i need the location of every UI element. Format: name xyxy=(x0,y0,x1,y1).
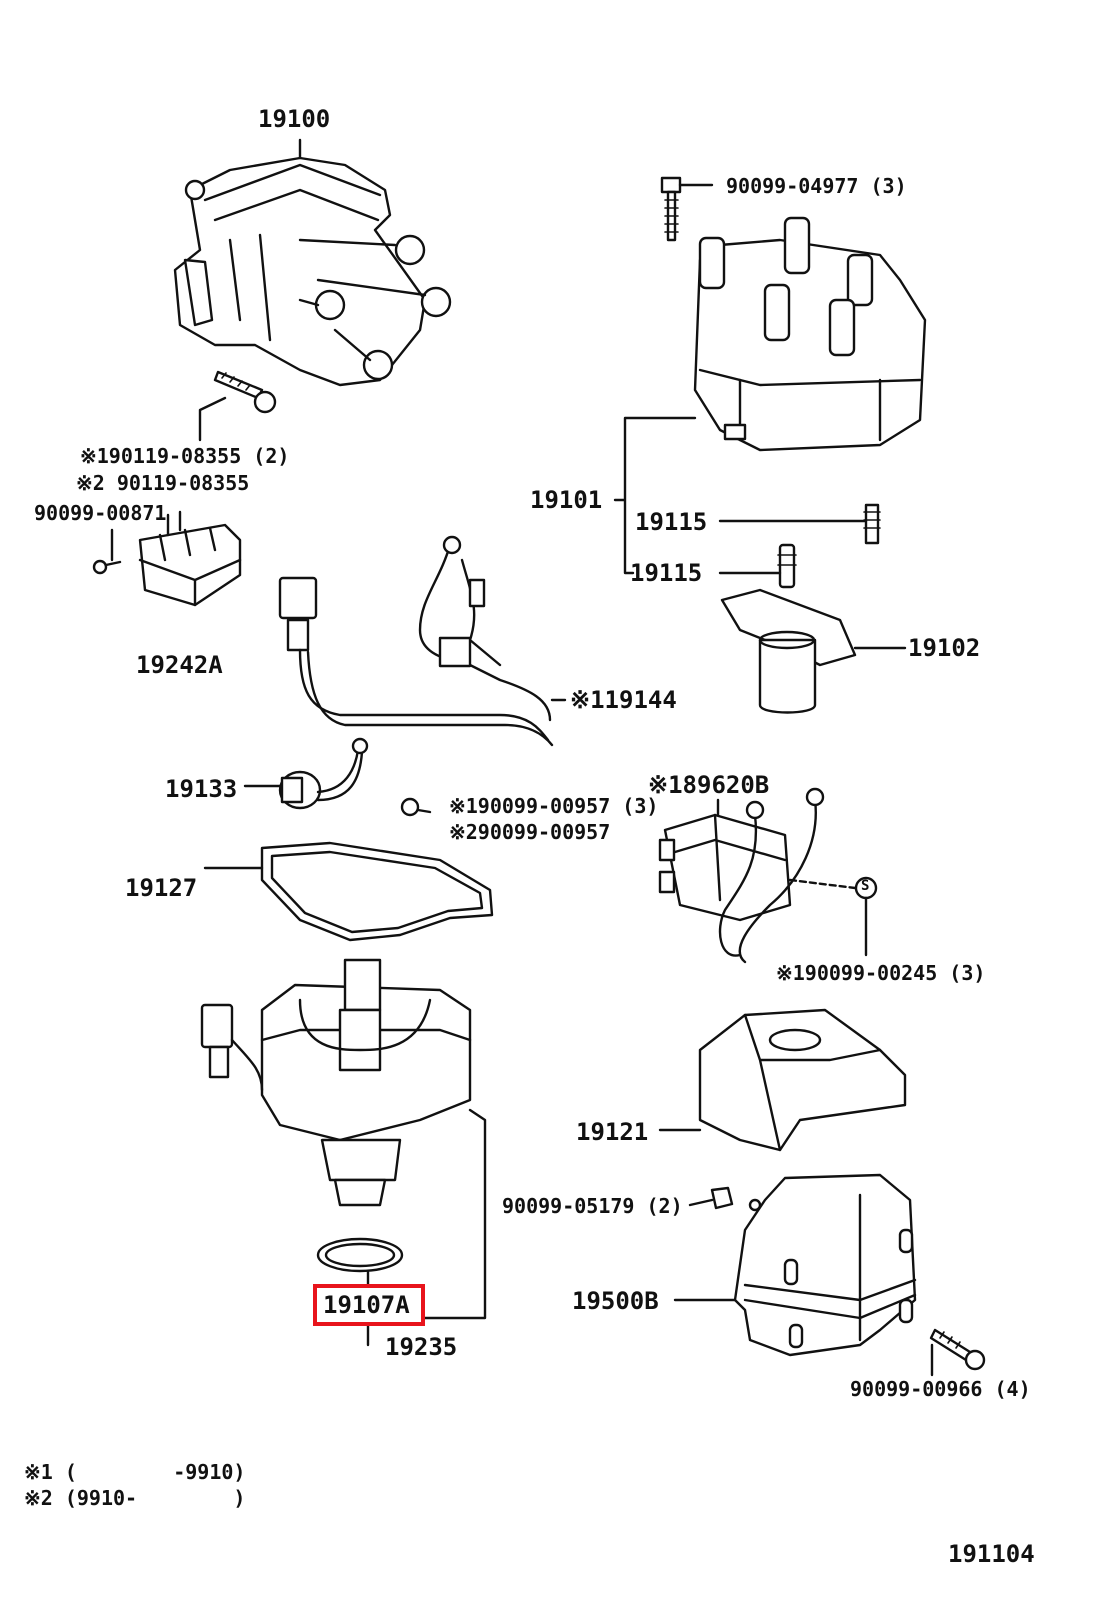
label-19127[interactable]: 19127 xyxy=(125,874,198,902)
label-90099-04977[interactable]: 90099-04977 (3) xyxy=(726,174,907,198)
label-119144[interactable]: ※119144 xyxy=(570,686,677,714)
distributor-assembly[interactable] xyxy=(173,138,452,387)
highlight-box xyxy=(313,1284,425,1326)
sensor-19133[interactable] xyxy=(243,737,369,810)
carbon-brush-19115[interactable] xyxy=(718,503,881,589)
label-190119-08355-2[interactable]: ※2 90119-08355 xyxy=(76,471,250,495)
wire-harness-119144[interactable] xyxy=(278,535,567,747)
bolt-90099-00966[interactable] xyxy=(929,1328,986,1377)
label-19115-a[interactable]: 19115 xyxy=(635,508,708,536)
label-189620b[interactable]: ※189620B xyxy=(648,771,770,799)
igniter-189620b[interactable] xyxy=(658,787,878,964)
label-19102[interactable]: 19102 xyxy=(908,634,981,662)
nut-90099-05179[interactable] xyxy=(688,1186,734,1210)
gasket-19127[interactable] xyxy=(203,841,494,942)
footnote-1: ※1 ( -9910) xyxy=(24,1460,246,1484)
housing-19500b[interactable] xyxy=(673,1173,917,1357)
label-19115-b[interactable]: 19115 xyxy=(630,559,703,587)
label-19133[interactable]: 19133 xyxy=(165,775,238,803)
housing-19235[interactable] xyxy=(200,958,487,1320)
label-19101[interactable]: 19101 xyxy=(530,486,603,514)
diagram-id: 191104 xyxy=(948,1540,1035,1568)
bolt-90119-08355[interactable] xyxy=(198,370,277,442)
cover-19242a[interactable] xyxy=(92,510,242,607)
label-19100[interactable]: 19100 xyxy=(258,105,331,133)
label-190119-08355-1[interactable]: ※190119-08355 (2) xyxy=(80,444,290,468)
label-190099-00957-2[interactable]: ※290099-00957 xyxy=(449,820,611,844)
o-ring-19107a[interactable] xyxy=(316,1237,404,1347)
label-90099-00966[interactable]: 90099-00966 (4) xyxy=(850,1377,1031,1401)
label-90099-05179[interactable]: 90099-05179 (2) xyxy=(502,1194,683,1218)
footnote-2: ※2 (9910- ) xyxy=(24,1486,246,1510)
label-19235[interactable]: 19235 xyxy=(385,1333,458,1361)
rotor-19102[interactable] xyxy=(720,588,907,714)
label-19242a[interactable]: 19242A xyxy=(136,651,223,679)
label-190099-00245[interactable]: ※190099-00245 (3) xyxy=(776,961,986,985)
label-19107a[interactable]: 19107A xyxy=(323,1291,410,1319)
label-19121[interactable]: 19121 xyxy=(576,1118,649,1146)
seal-mark: S xyxy=(861,878,870,894)
label-90099-00871[interactable]: 90099-00871 xyxy=(34,501,167,525)
label-19500b[interactable]: 19500B xyxy=(572,1287,659,1315)
dust-cover-19121[interactable] xyxy=(658,1008,907,1152)
screw-90099-00957[interactable] xyxy=(400,797,432,817)
distributor-cap-19101[interactable] xyxy=(613,176,927,575)
label-190099-00957-1[interactable]: ※190099-00957 (3) xyxy=(449,794,659,818)
